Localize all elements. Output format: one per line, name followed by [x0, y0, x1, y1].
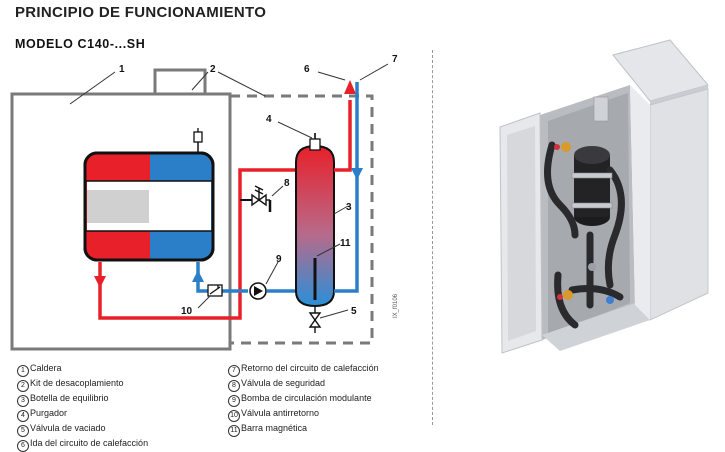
model-title: MODELO C140-...SH [15, 37, 146, 51]
heating-flow-arrow [344, 80, 356, 94]
hot-flow-arrow [94, 276, 106, 288]
safety-valve [240, 185, 272, 212]
callout-4: 4 [266, 114, 272, 125]
callout-7: 7 [392, 54, 398, 65]
callout-8: 8 [284, 178, 290, 189]
boiler-illustration [499, 39, 709, 354]
air-vent [309, 133, 321, 151]
hot-circuit [98, 168, 296, 320]
page-title: PRINCIPIO DE FUNCIONAMIENTO [15, 4, 267, 21]
heating-return-arrow [351, 168, 363, 180]
callout-5: 5 [351, 306, 357, 317]
callout-1: 1 [119, 64, 125, 75]
decoupling-kit-frame [230, 94, 374, 345]
non-return-valve [207, 284, 223, 297]
document-code: IX_f0106 [393, 293, 399, 318]
callout-2: 2 [210, 64, 216, 75]
circulation-pump [249, 282, 267, 300]
heating-flow-pipe [334, 100, 352, 172]
cold-flow-arrow [192, 270, 204, 282]
hydraulic-diagram: 1 2 4 6 7 8 3 11 9 5 10 [10, 54, 398, 351]
callout-9: 9 [276, 254, 282, 265]
callout-10: 10 [181, 306, 193, 317]
callout-6: 6 [304, 64, 310, 75]
callout-lines [69, 63, 389, 319]
heat-exchanger [83, 128, 215, 262]
callout-11: 11 [340, 238, 351, 249]
callout-3: 3 [346, 202, 352, 213]
heating-return-pipe [334, 82, 359, 293]
separator [432, 50, 433, 425]
drain-valve [308, 306, 322, 333]
equilibrium-bottle [295, 144, 335, 308]
